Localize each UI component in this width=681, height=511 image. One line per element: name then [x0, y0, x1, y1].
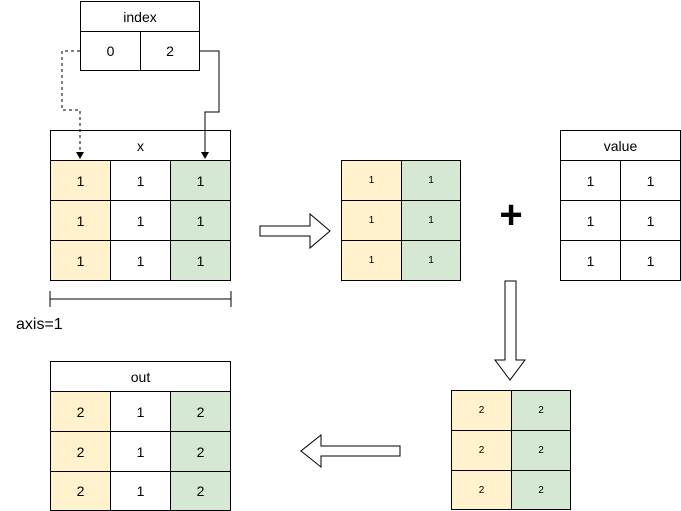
x-cell: 1 [50, 160, 111, 201]
out-cell: 1 [110, 391, 171, 432]
down-block-arrow [494, 280, 526, 381]
x-cell: 1 [110, 200, 171, 241]
x-cell: 1 [50, 240, 111, 281]
out-cell: 2 [170, 431, 231, 472]
x-cell: 1 [170, 200, 231, 241]
x-cell: 1 [170, 240, 231, 281]
index-0-connector [61, 50, 84, 159]
x-cell: 1 [110, 160, 171, 201]
value-title: value [560, 130, 681, 161]
index-title: index [80, 1, 200, 32]
out-cell: 1 [110, 431, 171, 472]
out-cell: 2 [170, 391, 231, 432]
value-cell: 1 [560, 240, 621, 281]
selected-cell: 1 [401, 200, 461, 241]
summed-cell: 2 [511, 390, 571, 431]
out-cell: 2 [50, 431, 111, 472]
plus-sign: + [499, 192, 523, 237]
selected-cell: 1 [341, 240, 402, 281]
index-cell-1: 2 [140, 31, 200, 71]
selected-cell: 1 [341, 160, 402, 201]
index-2-connector [200, 50, 220, 159]
out-cell: 2 [50, 471, 111, 511]
right-block-arrow [259, 212, 331, 250]
x-cell: 1 [170, 160, 231, 201]
index-cell-0: 0 [80, 31, 141, 71]
out-title: out [50, 361, 231, 392]
value-cell: 1 [620, 160, 681, 201]
selected-cell: 1 [401, 240, 461, 281]
left-block-arrow-head [300, 433, 401, 469]
summed-cell: 2 [451, 390, 512, 431]
summed-cell: 2 [511, 470, 571, 510]
axis-bracket [49, 291, 232, 307]
selected-cell: 1 [401, 160, 461, 201]
value-cell: 1 [620, 240, 681, 281]
axis-label: axis=1 [16, 316, 63, 333]
